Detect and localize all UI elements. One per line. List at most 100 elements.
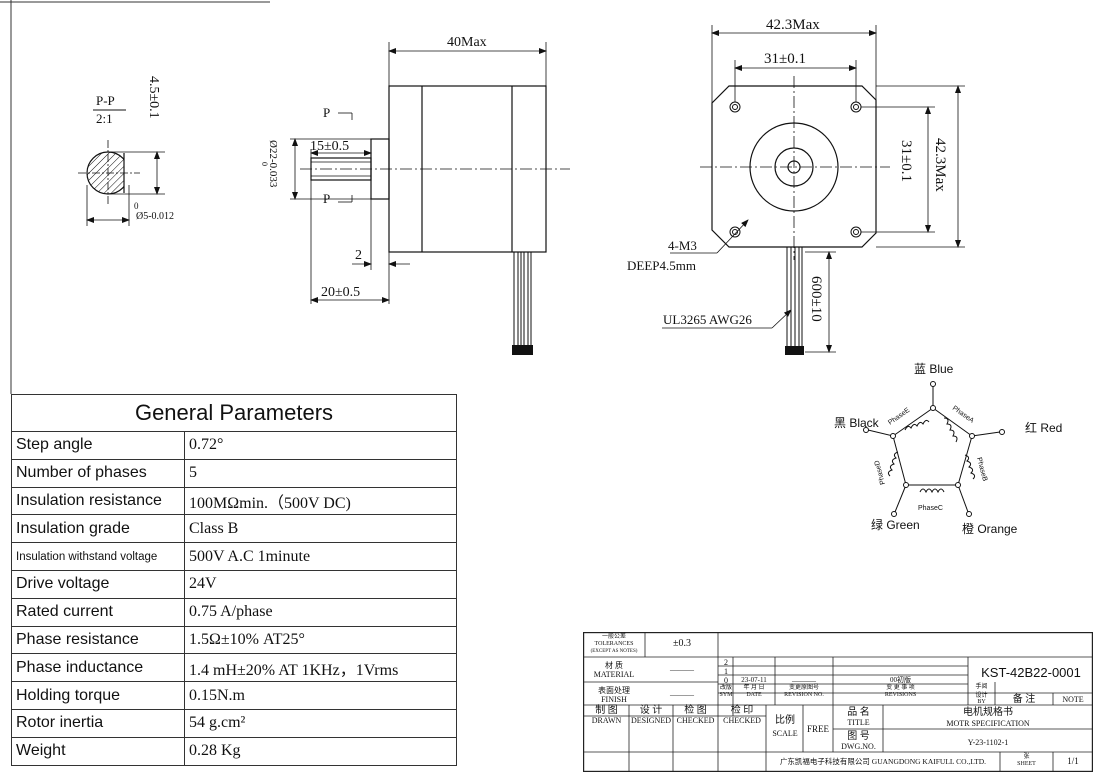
front-view: 42.3Max 31±0.1 31±0.1 42.3Max 4-M3 DEEP4… — [627, 17, 965, 355]
param-key: Number of phases — [11, 458, 185, 488]
side-pilot-tol: 0 — [260, 162, 269, 166]
front-depth: DEEP4.5mm — [627, 258, 696, 273]
material-en: MATERIAL — [593, 670, 635, 679]
date-en: DATE — [746, 692, 762, 698]
material-cn: 材 质 — [605, 661, 623, 670]
phase-a-label: PhaseA — [951, 405, 975, 425]
param-key: Step angle — [11, 431, 185, 460]
rev-0: 0 — [724, 676, 728, 685]
by-en: BY — [977, 699, 986, 705]
finish-en: FINISH — [601, 695, 627, 704]
designed-en: DESIGNED — [631, 716, 671, 725]
front-height: 42.3Max — [932, 138, 948, 192]
frame-lines — [0, 0, 270, 394]
part-number: KST-42B22-0001 — [981, 665, 1081, 680]
by-header: 设计 — [975, 693, 988, 699]
sym-en: SYM — [719, 692, 733, 698]
designed-cn: 设 计 — [639, 705, 663, 716]
wire-blue-label: 蓝 Blue — [914, 362, 954, 376]
param-value: 500V A.C 1minute — [184, 542, 457, 571]
title-en: TITLE — [847, 718, 870, 727]
sheet-cn: 张 — [1023, 754, 1030, 760]
company-name: 广东凯福电子科技有限公司 GUANGDONG KAIFULL CO.,LTD. — [779, 757, 987, 766]
wire-black-label: 黑 Black — [834, 416, 880, 430]
param-value: 100MΩmin.（500V DC) — [184, 486, 457, 516]
revisions-en: REVISIONS — [884, 692, 917, 698]
side-pilot-h: 2 — [355, 248, 362, 263]
section-label: P-P — [96, 93, 115, 108]
param-value: 5 — [184, 458, 457, 488]
revno-header: 变更原图号 — [788, 685, 819, 691]
tolerance-cn: 一般公差 — [601, 634, 626, 640]
section-dia-dim: Ø5-0.012 — [136, 211, 174, 222]
param-key: Holding torque — [11, 681, 185, 710]
checked-cn: 检 图 — [684, 705, 707, 716]
phase-d-label: PhaseD — [874, 459, 887, 485]
sheet-value: 1/1 — [1067, 756, 1079, 766]
spec-cn: 电机规格书 — [963, 707, 1013, 718]
param-value: 0.75 A/phase — [184, 597, 457, 627]
scale-value: FREE — [806, 724, 829, 734]
front-hole-spacing: 31±0.1 — [764, 51, 806, 67]
param-value: 1.5Ω±10% AT25° — [184, 625, 457, 655]
scale-cn: 比例 — [775, 715, 795, 726]
param-value: Class B — [184, 514, 457, 544]
param-key: Phase inductance — [11, 653, 185, 683]
side-cut-p-bottom: P — [323, 191, 330, 206]
phase-b-label: PhaseB — [975, 457, 988, 483]
param-value: 24V — [184, 569, 457, 599]
section-view: P-P 2:1 4.5±0.1 0 Ø5-0.012 — [78, 76, 174, 226]
wiring-diagram: 蓝 Blue 红 Red 黑 Black 绿 Green 橙 Orange Ph… — [834, 362, 1062, 536]
param-key: Rotor inertia — [11, 708, 185, 738]
tolerance-note: (EXCEPT AS NOTES) — [590, 649, 638, 654]
param-value: 0.28 Kg — [184, 736, 457, 766]
finish-value: ——— — [670, 690, 694, 699]
by-cn: 手阅 — [975, 684, 988, 690]
rev-date: 23-07-11 — [741, 676, 767, 684]
dwg-en: DWG.NO. — [841, 742, 876, 751]
param-key: Weight — [11, 736, 185, 766]
scale-en: SCALE — [772, 729, 798, 738]
sheet-en: SHEET — [1017, 761, 1036, 767]
front-hole-spacing-v: 31±0.1 — [898, 140, 914, 182]
param-value: 1.4 mH±20% AT 1KHz，1Vrms — [184, 653, 457, 683]
tolerance-value: ±0.3 — [673, 638, 691, 649]
side-cut-p-top: P — [323, 105, 330, 120]
param-key: Insulation grade — [11, 514, 185, 544]
side-body-len: 40Max — [447, 35, 487, 50]
rev-no-value: ——— — [792, 676, 816, 685]
rev-desc: 00初版 — [890, 676, 911, 684]
tolerance-en: TOLERANCES — [594, 641, 634, 647]
section-dia-tol: 0 — [134, 201, 139, 211]
title-block-grid — [583, 632, 1093, 772]
front-thread: 4-M3 — [668, 238, 697, 253]
side-view: 40Max 15±0.5 Ø22-0.033 0 2 20±0.5 P P — [260, 35, 570, 355]
checked-en: CHECKED — [676, 716, 715, 725]
front-lead-len: 600±10 — [808, 276, 824, 322]
wire-red-label: 红 Red — [1025, 420, 1062, 435]
dwg-cn: 图 号 — [847, 731, 870, 742]
finish-cn: 表面处理 — [598, 686, 630, 695]
param-key: Insulation resistance — [11, 486, 185, 516]
param-key: Phase resistance — [11, 625, 185, 655]
front-cable: UL3265 AWG26 — [663, 312, 752, 327]
wire-green-label: 绿 Green — [871, 517, 920, 532]
param-key: Drive voltage — [11, 569, 185, 599]
front-width: 42.3Max — [766, 17, 820, 33]
drawn-cn: 制 图 — [595, 705, 618, 716]
phase-e-label: PhaseE — [887, 407, 911, 427]
param-key: Rated current — [11, 597, 185, 627]
revno-en: REVISION NO. — [784, 692, 824, 698]
